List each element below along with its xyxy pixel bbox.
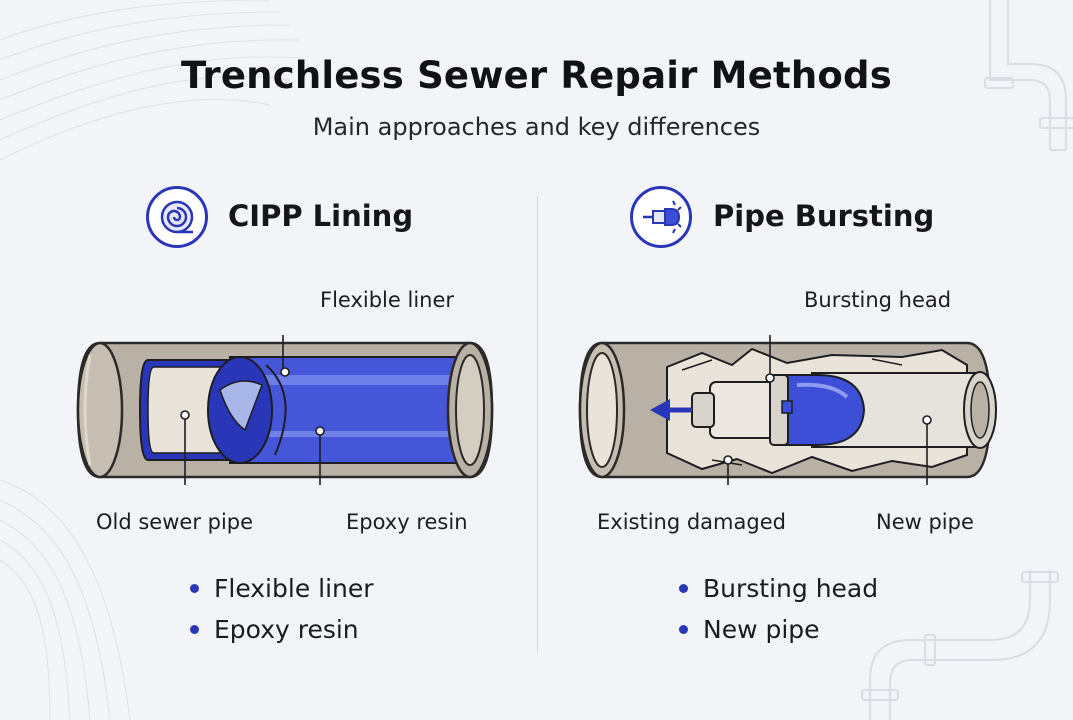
bursting-diagram xyxy=(578,335,997,485)
bullet-dot-icon xyxy=(190,625,199,634)
page-subtitle: Main approaches and key differences xyxy=(312,113,761,141)
bursting-label-existing-damaged: Existing damaged xyxy=(597,510,786,534)
bullet-dot-icon xyxy=(679,625,688,634)
bursting-head-icon xyxy=(630,186,692,248)
cipp-label-old-sewer-pipe: Old sewer pipe xyxy=(96,510,254,534)
cipp-label-flexible-liner: Flexible liner xyxy=(320,288,455,312)
bursting-bullet-list: Bursting head New pipe xyxy=(679,568,878,650)
liner-roll-icon xyxy=(146,186,208,248)
bursting-bullet-item: New pipe xyxy=(679,609,878,650)
cipp-diagram xyxy=(76,335,494,485)
bullet-dot-icon xyxy=(679,584,688,593)
page-title: Trenchless Sewer Repair Methods xyxy=(181,54,892,97)
bursting-label-new-pipe: New pipe xyxy=(876,510,974,534)
flexible-liner xyxy=(207,356,479,464)
bullet-dot-icon xyxy=(190,584,199,593)
bursting-label-bursting-head: Bursting head xyxy=(804,288,952,312)
cipp-bullet-item: Flexible liner xyxy=(190,568,374,609)
bursting-title: Pipe Bursting xyxy=(713,199,935,233)
cipp-bullet-item: Epoxy resin xyxy=(190,609,374,650)
bursting-bullet-item: Bursting head xyxy=(679,568,878,609)
cipp-bullet-list: Flexible liner Epoxy resin xyxy=(190,568,374,650)
bursting-head xyxy=(650,374,866,446)
cipp-title: CIPP Lining xyxy=(228,199,414,233)
section-divider xyxy=(537,196,538,654)
cipp-label-epoxy-resin: Epoxy resin xyxy=(346,510,468,534)
